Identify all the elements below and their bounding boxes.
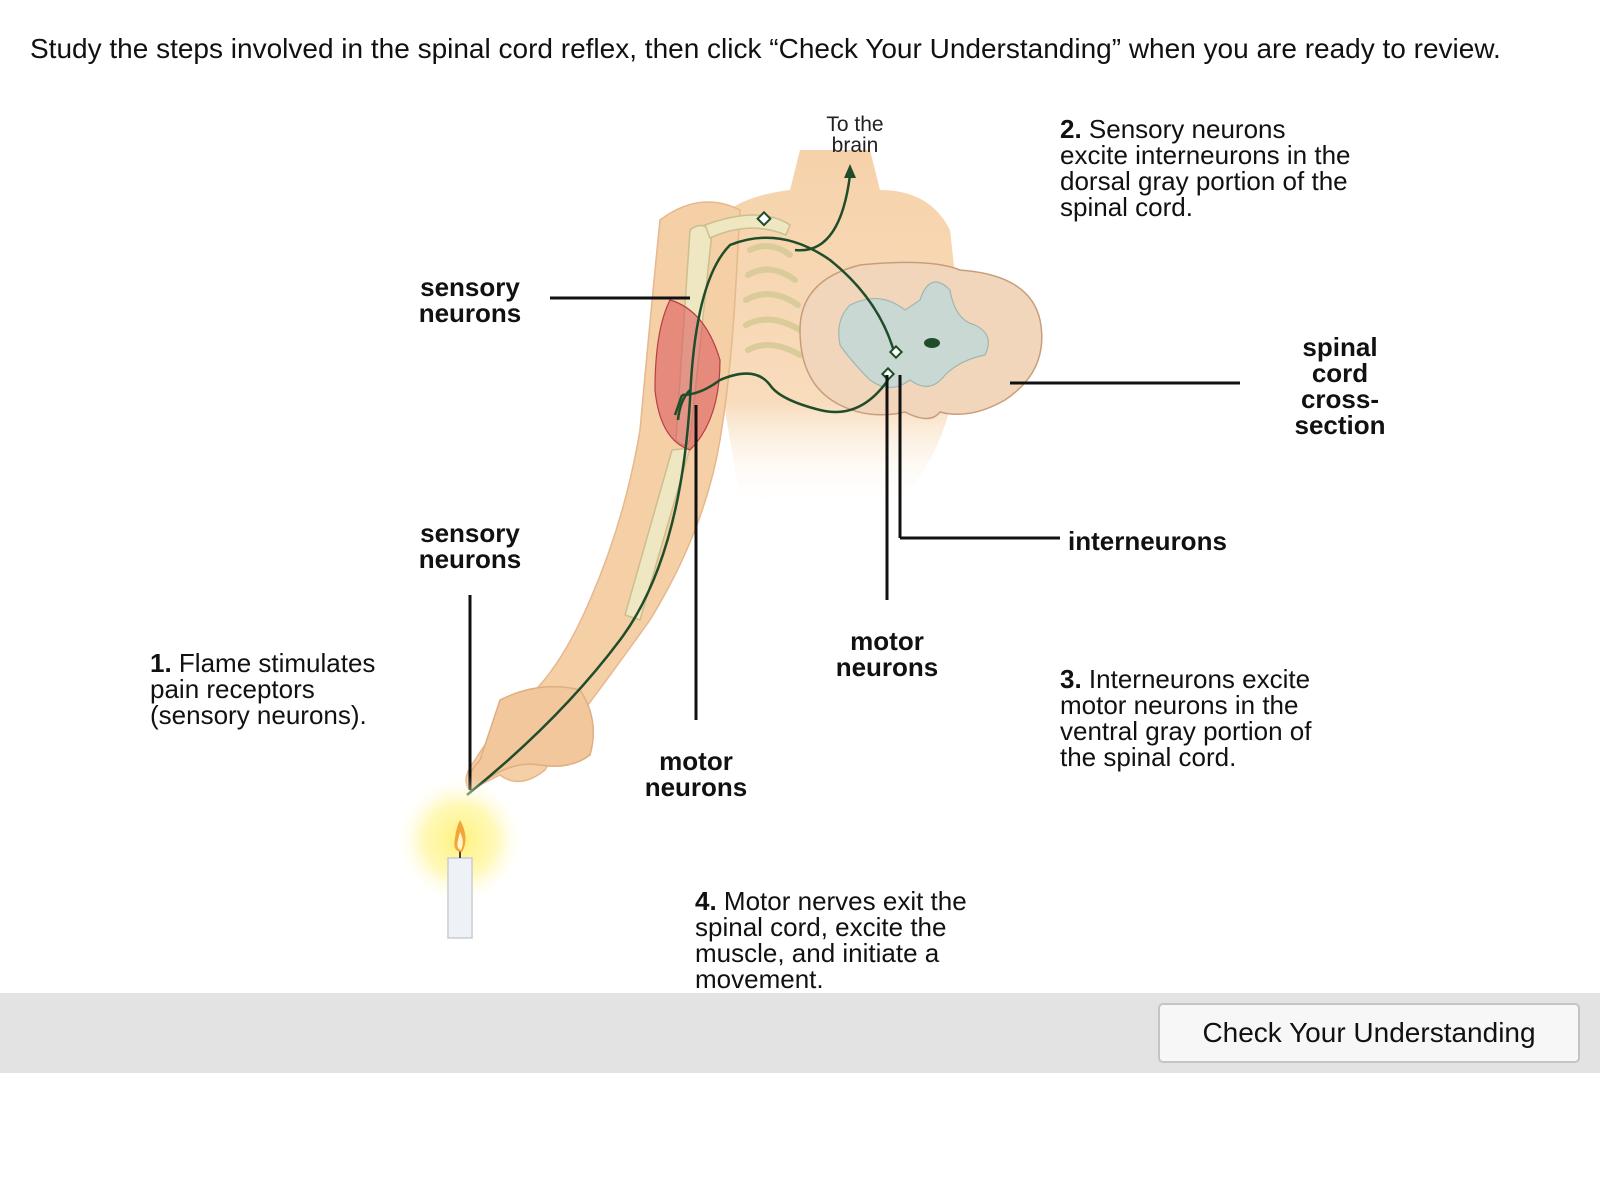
brain-arrow-head [844,164,856,178]
step-4-caption: 4. Motor nerves exit the spinal cord, ex… [695,886,967,994]
leader-lines [468,296,1240,790]
motor-neurons-lower-label: motor neurons [644,746,748,802]
spinal-cord-cross-section-label: spinal cord cross- section [1294,332,1386,440]
interneurons-label: interneurons [1068,526,1227,556]
to-brain-label: To the brain [826,113,884,157]
synapse-markers [756,210,904,382]
nerve-pathways [466,174,897,796]
biceps-muscle [654,299,721,451]
step-2-caption: 2. Sensory neurons excite interneurons i… [1060,114,1351,222]
forearm-bones [624,447,692,621]
ribs [743,243,803,358]
reflex-illustration [395,150,1240,939]
step-1-caption: 1. Flame stimulates pain receptors (sens… [150,648,376,730]
motor-neurons-center-label: motor neurons [835,626,939,682]
sensory-neurons-lower-label: sensory neurons [418,518,522,574]
sensory-neurons-upper-label: sensory neurons [418,272,522,328]
candle [395,775,525,939]
instructions-text: Study the steps involved in the spinal c… [30,33,1501,64]
footer-bar: Check Your Understanding [0,993,1600,1073]
spinal-cord-section [799,261,1043,420]
step-3-caption: 3. Interneurons excite motor neurons in … [1060,664,1312,772]
spinal-reflex-diagram: To the brain sensory neurons sensory neu… [0,110,1600,994]
check-your-understanding-button[interactable]: Check Your Understanding [1158,1003,1580,1063]
